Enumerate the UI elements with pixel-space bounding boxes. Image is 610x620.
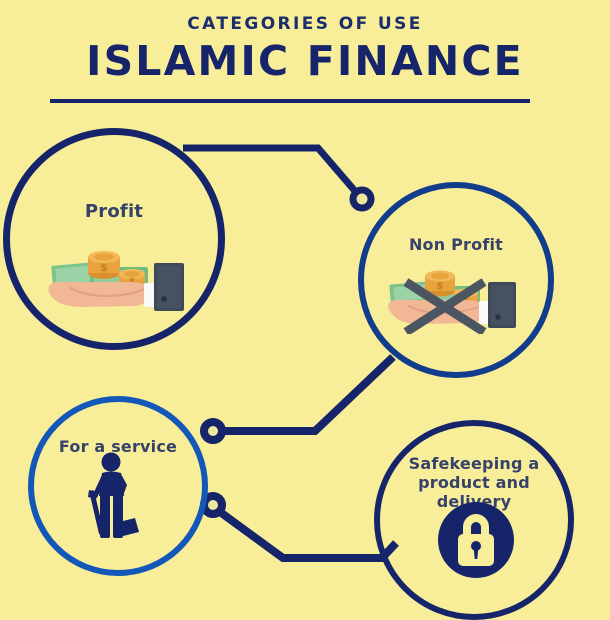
padlock-icon <box>437 501 515 579</box>
svg-text:$: $ <box>437 281 444 292</box>
category-label-nonprofit: Non Profit <box>408 235 504 254</box>
cross-out-mark <box>403 278 487 336</box>
junction-dot-service-upper <box>200 418 226 444</box>
category-circle-service[interactable]: For a service <box>28 396 208 576</box>
connector-nonprofit-to-service <box>218 354 396 435</box>
hand-holding-money-icon: $ $ <box>44 241 184 313</box>
junction-dot-nonprofit <box>349 186 375 212</box>
category-label-service: For a service <box>58 437 178 456</box>
title-divider <box>50 99 530 103</box>
connector-service-to-safekeeping <box>213 505 399 562</box>
svg-text:$: $ <box>463 295 469 304</box>
connector-profit-to-nonprofit <box>183 144 364 201</box>
header: CATEGORIES OF USE ISLAMIC FINANCE <box>0 0 610 83</box>
eyebrow-text: CATEGORIES OF USE <box>187 14 423 34</box>
page-title: ISLAMIC FINANCE <box>86 37 524 85</box>
worker-with-shovel-icon <box>83 452 145 540</box>
category-label-safekeeping: Safekeeping a product and delivery <box>380 454 568 512</box>
svg-text:$: $ <box>100 261 108 274</box>
category-circle-profit[interactable]: Profit <box>3 128 225 350</box>
category-label-safekeeping-line1: Safekeeping a <box>408 454 540 473</box>
category-label-profit: Profit <box>84 201 144 222</box>
svg-text:$: $ <box>129 277 135 287</box>
hand-holding-money-crossed-out-icon: $ $ <box>386 258 518 336</box>
category-circle-nonprofit[interactable]: Non Profit <box>358 182 554 378</box>
